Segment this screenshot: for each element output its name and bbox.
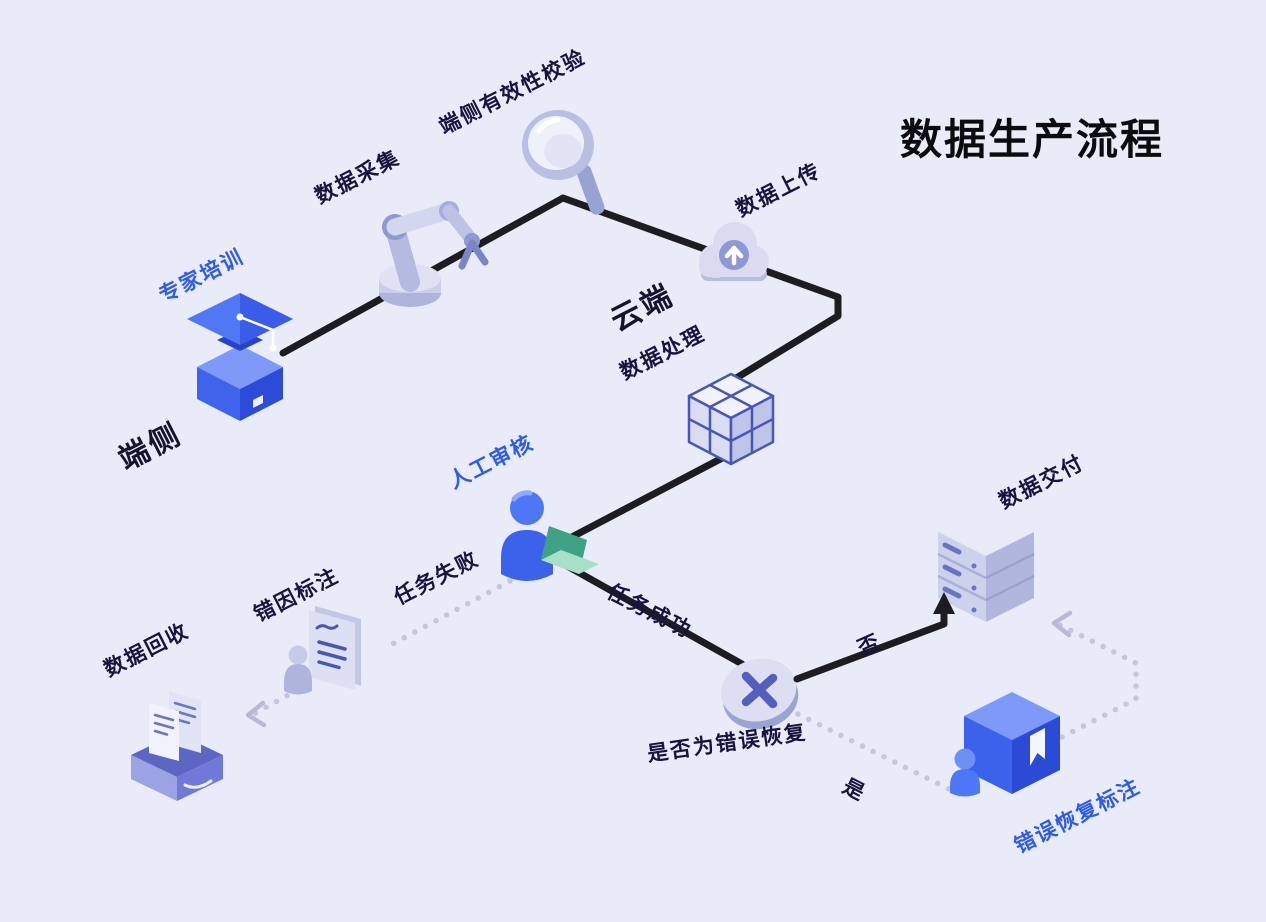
decision-x-icon [721,658,799,730]
magnifier-icon [522,110,605,215]
server-icon [937,508,1035,622]
document-person-icon [284,606,361,695]
book-person-icon [950,692,1060,797]
dotted-arrowheads [245,610,1073,728]
graduation-cap-icon [187,293,293,421]
delivery-arrowhead [933,592,955,614]
cloud-upload-icon [699,222,769,281]
person-laptop-icon [501,490,599,581]
recycle-box-icon [131,691,223,801]
page-title: 数据生产流程 [900,116,1165,163]
decision-to-delivery-path [793,608,948,683]
cube-blocks-icon [687,372,775,466]
robot-arm-icon [379,201,489,307]
